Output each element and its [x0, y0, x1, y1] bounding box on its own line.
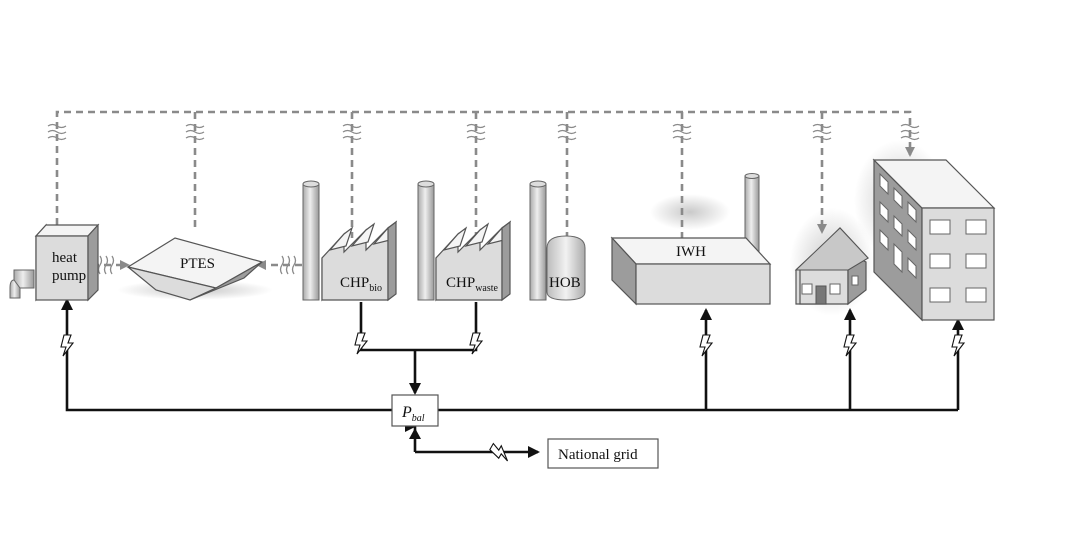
iwh-label: IWH [676, 244, 706, 260]
factory-icon [435, 220, 512, 302]
factory-icon [321, 220, 398, 302]
heat-network [55, 110, 915, 270]
heat-pump-label-line1: heat [52, 250, 78, 266]
apartment-building [854, 140, 996, 322]
lightning-bolt-icon [60, 332, 966, 462]
chimney-icon [302, 180, 320, 301]
hob: HOB [529, 180, 586, 301]
chp-waste-label: CHPwaste [446, 275, 499, 294]
industrial-building-icon [610, 236, 772, 306]
boiler-tank-icon [546, 235, 586, 301]
national-grid-node: National grid [547, 438, 659, 469]
hob-label: HOB [549, 275, 581, 291]
chimney-icon [417, 180, 435, 301]
chp-bio: CHPbio [302, 180, 398, 302]
heat-pump-icon [9, 223, 100, 302]
iwh: IWH [610, 173, 772, 306]
power-balance-label: Pbal [401, 404, 425, 424]
ptes-label: PTES [180, 256, 215, 272]
electricity-network [61, 298, 964, 458]
heat-pump-label-line2: pump [52, 268, 86, 284]
apartment-building-icon [872, 158, 996, 322]
storage-pit-icon [126, 237, 264, 301]
heat-pump: heat pump [9, 223, 100, 302]
heat-wave-icon [47, 123, 920, 275]
house [790, 208, 874, 316]
national-grid-label: National grid [558, 447, 638, 463]
house-icon [794, 227, 869, 306]
chp-waste: CHPwaste [417, 180, 512, 302]
ptes: PTES [117, 237, 273, 301]
chimney-icon [529, 180, 547, 301]
chp-bio-label: CHPbio [340, 275, 382, 294]
power-balance-node: Pbal [391, 394, 439, 427]
